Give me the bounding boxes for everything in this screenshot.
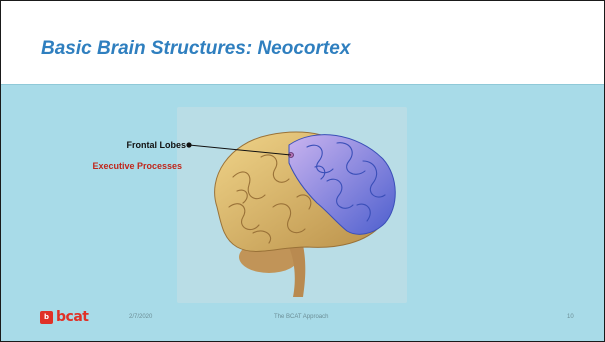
slide-header: Basic Brain Structures: Neocortex <box>1 1 604 85</box>
bcat-logo: b bcat <box>40 309 88 325</box>
footer-title: The BCAT Approach <box>274 314 328 320</box>
executive-processes-label: Executive Processes <box>92 161 182 171</box>
brain-illustration <box>177 107 407 303</box>
footer-date: 2/7/2020 <box>129 314 152 320</box>
bcat-logo-text: bcat <box>56 309 88 325</box>
bcat-logo-mark: b <box>40 311 53 324</box>
brainstem <box>289 245 305 297</box>
slide-title: Basic Brain Structures: Neocortex <box>41 38 350 60</box>
frontal-lobes-label: Frontal Lobes <box>126 140 186 150</box>
page-number: 10 <box>567 314 574 320</box>
frontal-marker <box>289 153 294 158</box>
